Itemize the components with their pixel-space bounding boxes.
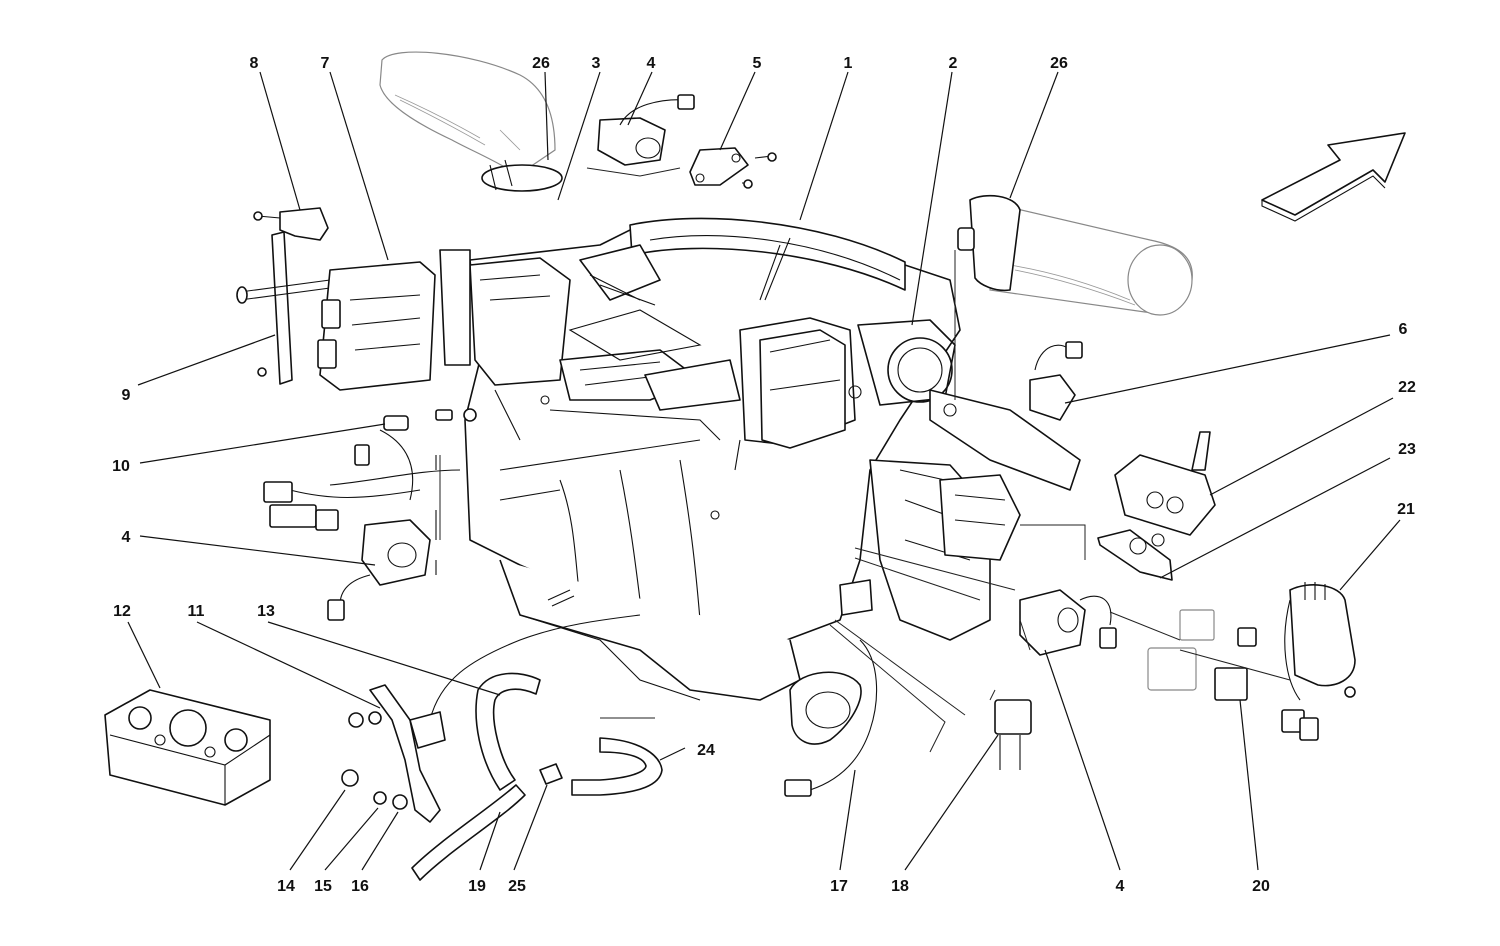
electronic-module [1281, 582, 1356, 741]
callout-23: 23 [1398, 441, 1416, 458]
callout-4-left: 4 [122, 529, 131, 546]
left-side-bracket [439, 249, 471, 366]
arrow-icon [1261, 132, 1406, 222]
callout-8: 8 [250, 55, 259, 72]
lower-wiring-harness [784, 579, 878, 797]
callout-4-bottom: 4 [1116, 878, 1125, 895]
right-actuators [929, 341, 1117, 656]
fan-resistor [1097, 431, 1216, 581]
callout-16: 16 [351, 878, 369, 895]
callout-2: 2 [949, 55, 958, 72]
sensor-connector [409, 614, 641, 749]
callout-12: 12 [113, 603, 131, 620]
left-wiring-harness [263, 408, 477, 621]
callout-18: 18 [891, 878, 909, 895]
mounting-bracket-left [236, 207, 331, 385]
callout-14: 14 [277, 878, 295, 895]
assembly-guide-lines [439, 167, 1291, 753]
top-actuator [579, 94, 695, 306]
callout-24: 24 [697, 742, 715, 759]
callout-19: 19 [468, 878, 486, 895]
callout-4-top: 4 [647, 55, 656, 72]
callout-labels: 8 7 26 3 4 5 1 2 26 6 22 23 21 9 10 4 12… [112, 55, 1416, 895]
callout-26-left: 26 [532, 55, 550, 72]
callout-9: 9 [122, 387, 131, 404]
callout-6: 6 [1399, 321, 1408, 338]
callout-13: 13 [257, 603, 275, 620]
callout-25: 25 [508, 878, 526, 895]
left-air-duct [379, 51, 563, 192]
callout-3: 3 [592, 55, 601, 72]
callout-17: 17 [830, 878, 848, 895]
callout-10: 10 [112, 458, 130, 475]
callout-21: 21 [1397, 501, 1415, 518]
control-module [317, 261, 436, 391]
heater-unit-housing [464, 217, 991, 745]
callout-7: 7 [321, 55, 330, 72]
callout-11: 11 [188, 603, 205, 620]
callout-26-right: 26 [1050, 55, 1068, 72]
leader-lines [127, 71, 1401, 871]
control-panel [104, 689, 271, 806]
callout-1: 1 [844, 55, 853, 72]
callout-20: 20 [1252, 878, 1270, 895]
right-air-duct [957, 194, 1193, 316]
callout-15: 15 [314, 878, 332, 895]
lower-bracket [341, 684, 441, 823]
bracket [689, 147, 777, 189]
relays [994, 609, 1257, 770]
callout-5: 5 [753, 55, 762, 72]
callout-22: 22 [1398, 379, 1416, 396]
drain-hoses [411, 672, 663, 881]
